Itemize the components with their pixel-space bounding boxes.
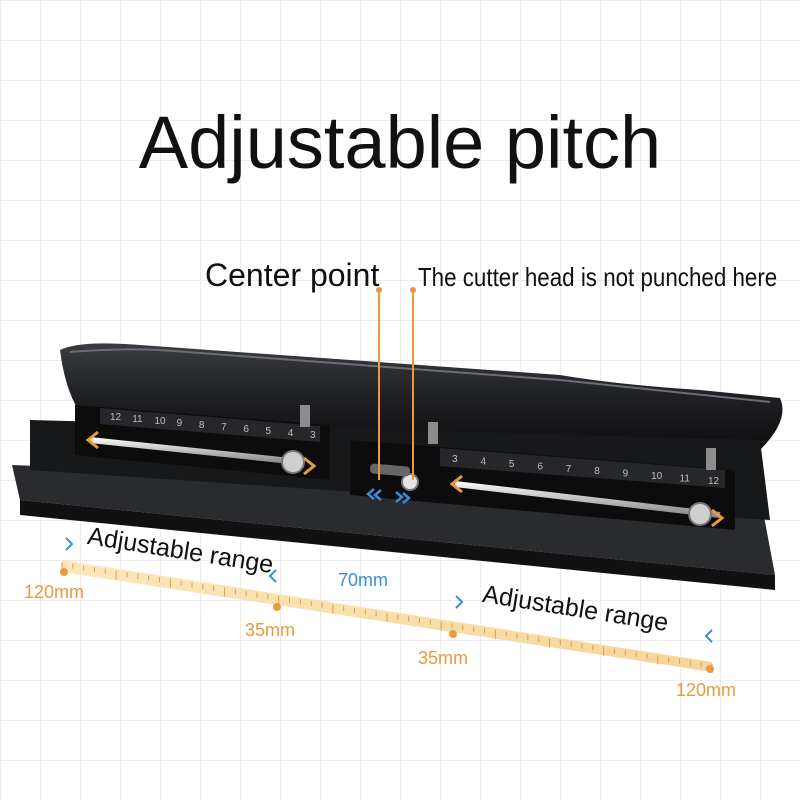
scale-left-number: 8 bbox=[199, 420, 205, 431]
base-plate-edge bbox=[20, 500, 775, 590]
scale-left-number: 4 bbox=[288, 428, 294, 439]
page-title: Adjustable pitch bbox=[138, 101, 662, 184]
scale-left-number: 5 bbox=[266, 426, 272, 437]
scale-right-number: 9 bbox=[623, 469, 629, 480]
center-slider bbox=[401, 473, 419, 491]
scale-right-number: 10 bbox=[651, 471, 663, 482]
measurement-35mm-left: 35mm bbox=[245, 620, 296, 640]
post-right bbox=[706, 448, 716, 470]
measurement-35mm-right: 35mm bbox=[418, 648, 469, 668]
right-scale-strip bbox=[440, 448, 725, 488]
ruler-marker-left bbox=[60, 568, 68, 576]
post-mid bbox=[428, 422, 438, 444]
lever-highlight bbox=[69, 348, 771, 403]
scale-right-number: 5 bbox=[509, 459, 515, 470]
scale-right-number: 4 bbox=[480, 456, 486, 467]
double-chevron-right-icon bbox=[402, 492, 411, 504]
scale-right-number: 7 bbox=[566, 464, 572, 475]
cutter-head-dot bbox=[410, 287, 416, 293]
center-point-dot bbox=[376, 287, 382, 293]
scale-left-number: 11 bbox=[132, 414, 143, 425]
scale-right-number: 8 bbox=[594, 466, 600, 477]
chevron-right-icon bbox=[455, 595, 464, 609]
scale-left-number: 7 bbox=[221, 422, 227, 433]
ruler-ticks bbox=[61, 562, 713, 673]
chevron-right-icon bbox=[303, 456, 317, 476]
scale-left-number: 6 bbox=[243, 424, 249, 435]
ruler-marker-right bbox=[706, 665, 714, 673]
chevron-left-icon bbox=[704, 629, 713, 643]
left-rail bbox=[89, 437, 301, 465]
scale-right-number: 3 bbox=[452, 454, 458, 465]
left-scale-strip bbox=[100, 408, 320, 442]
left-knob bbox=[281, 450, 305, 474]
ruler-marker-35a bbox=[273, 603, 281, 611]
scale-left-number: 3 bbox=[310, 430, 316, 441]
chevron-left-icon bbox=[268, 569, 277, 583]
post-left bbox=[300, 405, 310, 427]
measurement-120mm-right: 120mm bbox=[676, 680, 737, 700]
scale-left-number: 12 bbox=[110, 412, 122, 423]
double-chevron-left-icon bbox=[366, 488, 375, 500]
cutter-head-callout: The cutter head is not punched here bbox=[418, 262, 778, 292]
scale-left-number: 10 bbox=[154, 416, 166, 427]
double-chevron-right-icon bbox=[395, 491, 404, 503]
chevron-right-icon bbox=[65, 537, 74, 551]
right-knob bbox=[688, 502, 712, 526]
double-chevron-left-icon bbox=[373, 489, 382, 501]
chevron-left-icon bbox=[449, 474, 463, 494]
scale-right-number: 11 bbox=[680, 474, 691, 485]
center-point-callout: Center point bbox=[205, 257, 380, 293]
ruler-marker-35b bbox=[449, 630, 457, 638]
measurement-70mm-center: 70mm bbox=[338, 570, 389, 590]
scale-right-number: 6 bbox=[537, 461, 543, 472]
scale-left-number: 9 bbox=[177, 418, 183, 429]
scale-right-number: 12 bbox=[708, 476, 720, 487]
chevron-right-icon bbox=[711, 508, 725, 528]
right-rail bbox=[454, 481, 721, 518]
chevron-left-icon bbox=[85, 430, 99, 450]
measurement-120mm-left: 120mm bbox=[24, 582, 85, 602]
